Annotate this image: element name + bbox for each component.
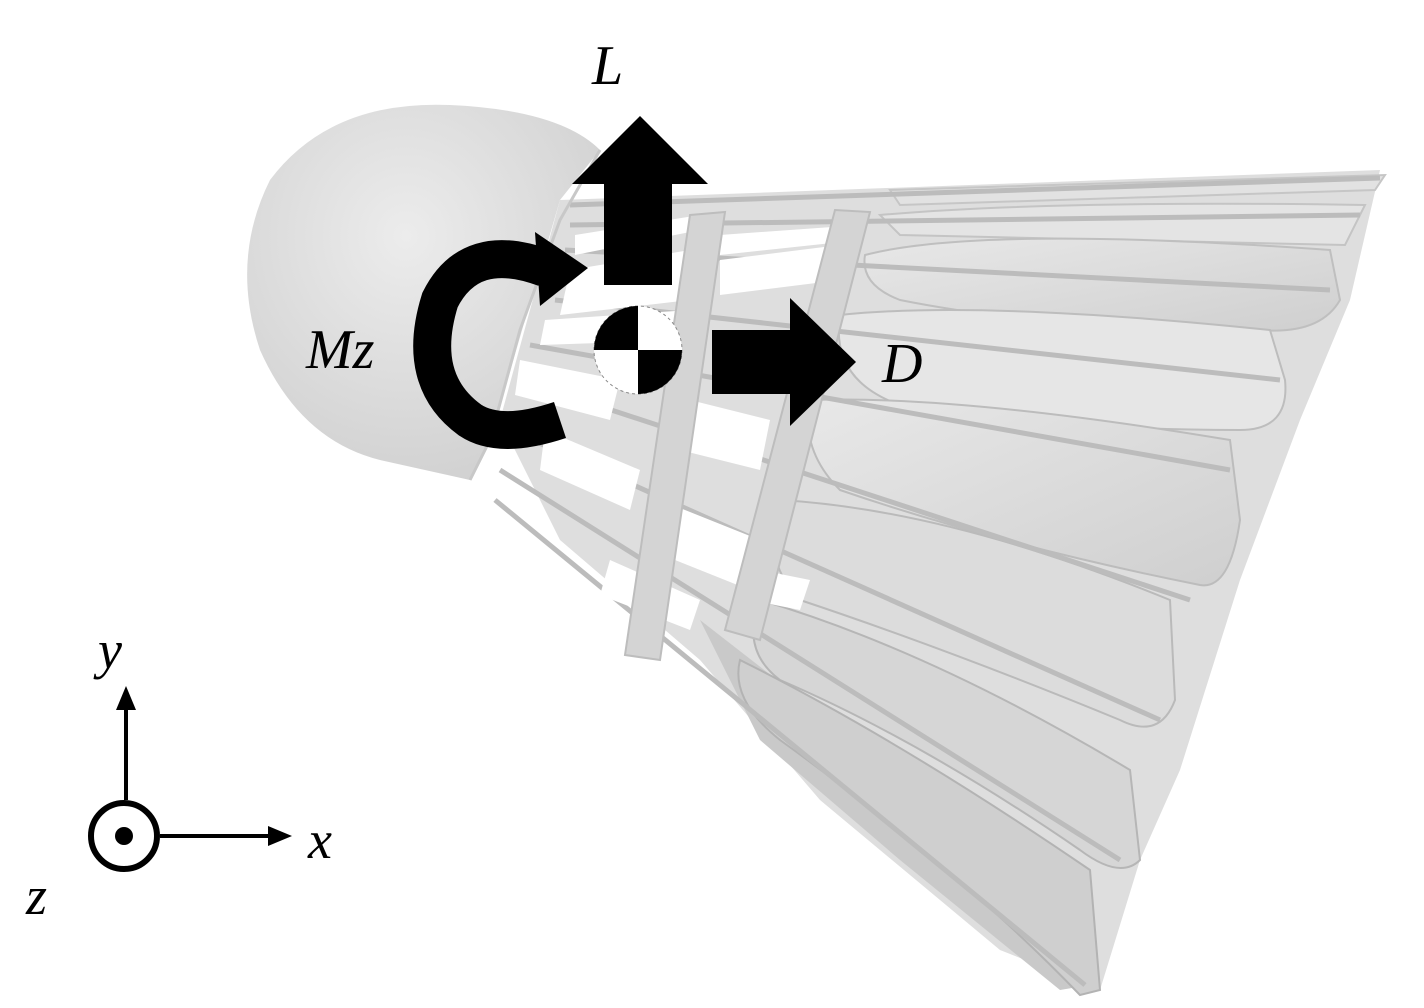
x-axis-arrowhead — [268, 826, 292, 846]
y-axis-label: y — [93, 620, 122, 680]
drag-label: D — [881, 333, 922, 395]
coordinate-axes: y x z — [25, 620, 332, 926]
cork-rim — [468, 149, 602, 481]
lift-label: L — [591, 35, 623, 97]
ring-bands — [623, 208, 872, 662]
feather-vane — [737, 658, 1102, 997]
center-of-mass-icon — [593, 305, 683, 395]
z-axis-label: z — [25, 866, 47, 926]
moment-arrow — [413, 232, 588, 449]
dot-in-circle-icon — [88, 800, 160, 872]
feather-vane — [863, 237, 1342, 332]
moment-label: Mz — [305, 319, 375, 381]
lift-arrow — [572, 116, 708, 285]
shuttlecock — [247, 104, 1387, 997]
drag-arrow — [712, 298, 856, 426]
y-axis-arrowhead — [116, 686, 136, 710]
x-axis-label: x — [307, 810, 332, 870]
feather-vane — [807, 398, 1242, 587]
